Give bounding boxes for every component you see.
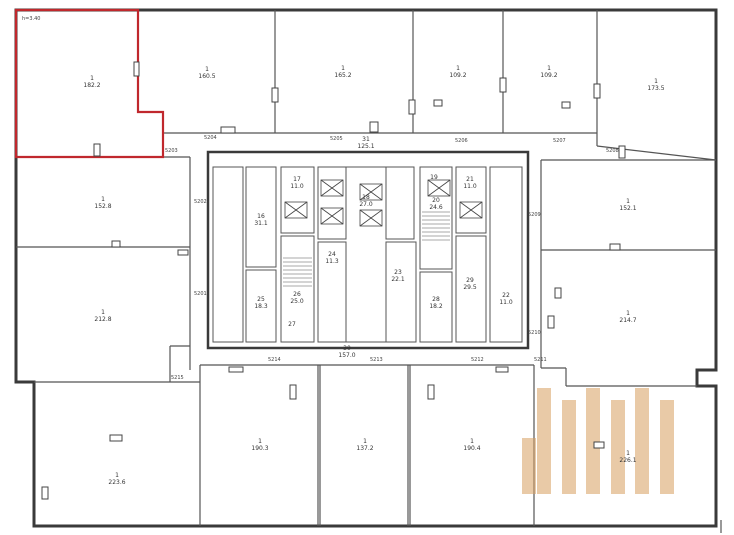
- central-core: [206, 150, 530, 350]
- core-num: 30: [343, 345, 351, 352]
- door-code: 5215: [171, 375, 184, 381]
- room-num: 1: [470, 438, 474, 445]
- core-num: 23: [394, 269, 402, 276]
- core-num: 19: [430, 174, 438, 181]
- room-num: 1: [258, 438, 262, 445]
- room-num: 1: [626, 198, 630, 205]
- core-area: 29.5: [463, 284, 477, 291]
- room-num: 1: [341, 65, 345, 72]
- selected-unit-outline[interactable]: [14, 8, 165, 159]
- door-code: 5213: [370, 357, 383, 363]
- core-num: 24: [328, 251, 336, 258]
- core-area: 18.3: [254, 303, 268, 310]
- room-area: 165.2: [334, 72, 351, 79]
- door-code: 5212: [471, 357, 484, 363]
- room-num: 1: [205, 66, 209, 73]
- right-side-walls: [540, 159, 716, 387]
- room-num: 1: [101, 196, 105, 203]
- core-area: 25.0: [290, 298, 304, 305]
- core-num: 17: [293, 176, 301, 183]
- door-codes: 5205 5206 5204 5207 5203 5208 5202 5209 …: [165, 135, 619, 381]
- room-area: 137.2: [356, 445, 373, 452]
- door-code: 5201: [194, 291, 207, 297]
- core-num: 21: [466, 176, 474, 183]
- room-area: 223.6: [108, 479, 125, 486]
- room-area: 226.1: [619, 457, 636, 464]
- core-num: 28: [432, 296, 440, 303]
- core-num: 18: [362, 194, 370, 201]
- room-area: 109.2: [540, 72, 557, 79]
- room-labels: 1 182.2 1 160.5 1 165.2 1 109.2 1 109.2 …: [83, 65, 664, 486]
- core-num: 27: [288, 321, 296, 328]
- room-num: 1: [654, 78, 658, 85]
- room-area: 160.5: [198, 73, 215, 80]
- door-code: 5208: [606, 148, 619, 154]
- room-num: 1: [626, 310, 630, 317]
- room-area: 214.7: [619, 317, 636, 324]
- room-num: 1: [363, 438, 367, 445]
- core-area: 157.0: [338, 352, 355, 359]
- room-num: 1: [626, 450, 630, 457]
- core-area: 11.0: [290, 183, 304, 190]
- height-label: h=3.40: [22, 16, 41, 22]
- room-area: 190.4: [463, 445, 480, 452]
- room-area: 190.3: [251, 445, 268, 452]
- core-num: 22: [502, 292, 510, 299]
- room-area: 173.5: [647, 85, 664, 92]
- core-num: 31: [362, 136, 370, 143]
- room-area: 152.8: [94, 203, 111, 210]
- door-code: 5214: [268, 357, 281, 363]
- core-area: 31.1: [254, 220, 268, 227]
- core-labels: 31 125.1 16 31.1 17 11.0 18 27.0 19 20 2…: [254, 136, 513, 359]
- core-num: 25: [257, 296, 265, 303]
- door-code: 5207: [553, 138, 566, 144]
- door-code: 5204: [204, 135, 217, 141]
- watermark-logo: [522, 388, 674, 494]
- door-code: 5202: [194, 199, 207, 205]
- core-area: 27.0: [359, 201, 373, 208]
- columns: [41, 61, 626, 500]
- top-row-walls: [137, 10, 717, 161]
- room-num: 1: [115, 472, 119, 479]
- left-side-walls: [16, 156, 200, 383]
- core-num: 29: [466, 277, 474, 284]
- door-code: 5210: [528, 330, 541, 336]
- door-code: 5206: [455, 138, 468, 144]
- core-area: 11.0: [463, 183, 477, 190]
- core-num: 20: [432, 197, 440, 204]
- room-num: 1: [101, 309, 105, 316]
- core-area: 22.1: [391, 276, 405, 283]
- core-area: 125.1: [357, 143, 374, 150]
- core-area: 24.6: [429, 204, 443, 211]
- room-num: 1: [547, 65, 551, 72]
- room-area: 182.2: [83, 82, 100, 89]
- bottom-row-walls: [199, 364, 535, 526]
- core-area: 18.2: [429, 303, 443, 310]
- room-num: 1: [456, 65, 460, 72]
- door-code: 5205: [330, 136, 343, 142]
- door-code: 5209: [528, 212, 541, 218]
- core-num: 26: [293, 291, 301, 298]
- core-area: 11.3: [325, 258, 339, 265]
- door-code: 5211: [534, 357, 547, 363]
- core-area: 11.0: [499, 299, 513, 306]
- room-area: 152.1: [619, 205, 636, 212]
- core-num: 16: [257, 213, 265, 220]
- room-num: 1: [90, 75, 94, 82]
- room-area: 109.2: [449, 72, 466, 79]
- door-code: 5203: [165, 148, 178, 154]
- room-area: 212.8: [94, 316, 111, 323]
